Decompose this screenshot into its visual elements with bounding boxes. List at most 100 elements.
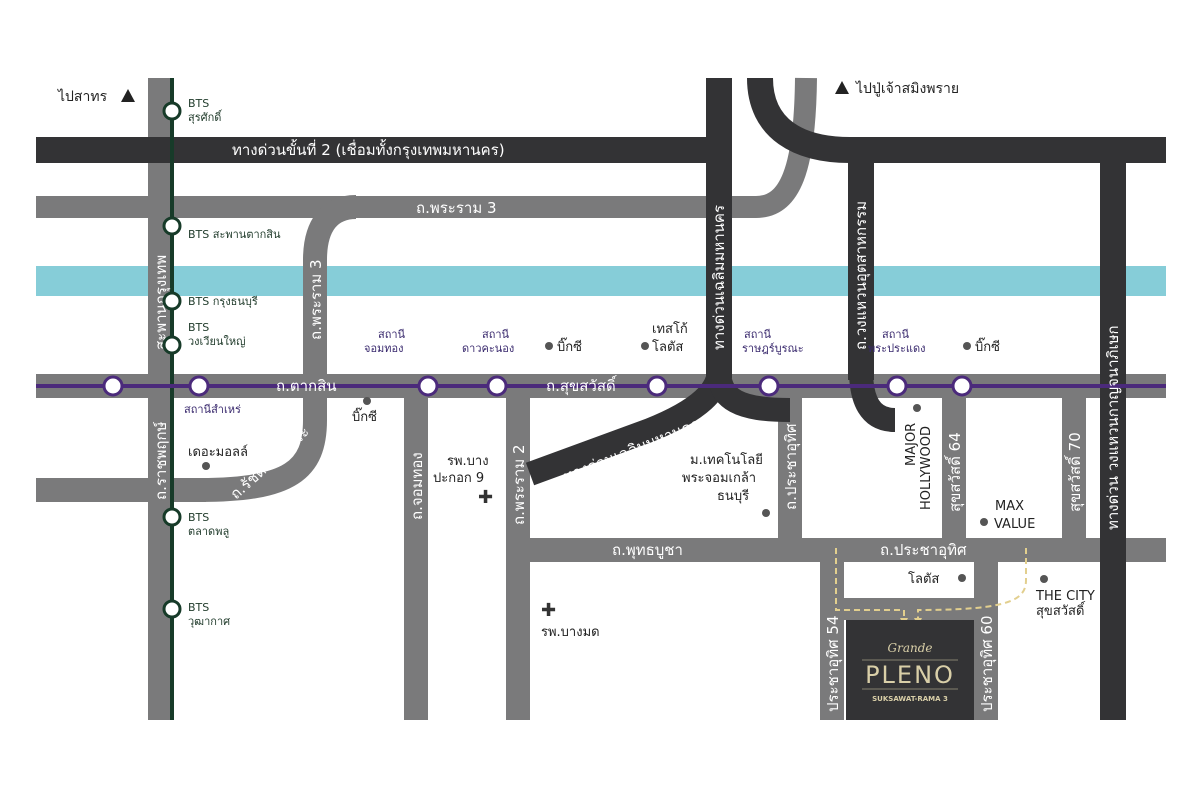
mrt-label-line2: พระประแดง: [868, 342, 925, 355]
poi-lotus[interactable]: โลตัส: [908, 571, 939, 587]
mrt-station-chom-thong[interactable]: สถานี จอมทอง: [364, 328, 439, 397]
poi-dot: [545, 342, 553, 350]
label-pracha-uthit-60: ประชาอุทิศ 60: [978, 615, 997, 712]
poi-bigc-1[interactable]: บิ๊กซี: [557, 337, 582, 355]
road-soi-lotus: [830, 598, 990, 620]
bts-station-surasak[interactable]: BTS สุรศักดิ์: [162, 97, 223, 124]
route-to-project: [835, 548, 1027, 620]
bts-station-krung-thonburi[interactable]: BTS กรุงธนบุรี: [162, 291, 258, 311]
label-chom-thong: ถ.จอมทอง: [408, 452, 426, 520]
road-ratchada-horizontal: [36, 478, 206, 502]
bts-station-wutthakat[interactable]: BTS วุฒากาศ: [162, 599, 230, 628]
label-rama3-vertical: ถ.พระราม 3: [307, 259, 325, 340]
poi-major-line2[interactable]: HOLLYWOOD: [919, 426, 934, 510]
expressway-outer-ring: [848, 150, 874, 380]
label-expressway-chaloem-vertical: ทางด่วนเฉลิมมหานคร: [710, 205, 728, 350]
label-sukhsawat-64: สุขสวัสดิ์ 64: [944, 432, 965, 512]
mrt-label-line1: สถานีสำเหร่: [184, 403, 241, 416]
expressway-kanchanaphisek: [1100, 163, 1126, 720]
hospital-cross-icon: ✚: [478, 487, 493, 508]
label-sukhsawat-70: สุขสวัสดิ์ 70: [1064, 432, 1085, 512]
label-rama3-top: ถ.พระราม 3: [416, 199, 497, 217]
poi-dot: [1040, 575, 1048, 583]
expressway-network: [36, 77, 1166, 720]
mrt-station-dao-khanong[interactable]: สถานี ดาวคะนอง: [462, 328, 514, 397]
poi-dot: [762, 509, 770, 517]
expressway-outer-ring-curve: [849, 369, 897, 432]
poi-major-line1[interactable]: MAJOR: [904, 423, 919, 466]
poi-the-mall[interactable]: เดอะมอลล์: [188, 444, 248, 460]
poi-thecity-line2[interactable]: สุขสวัสดิ์: [1036, 601, 1086, 619]
bts-label-line1: BTS: [188, 321, 209, 334]
poi-dot: [963, 342, 971, 350]
chao-phraya-river: [36, 266, 1166, 296]
road-pracha-uthit-60: [974, 550, 998, 720]
bts-label-line2: ตลาดพลู: [188, 525, 229, 538]
label-pracha-uthit-vertical: ถ.ประชาอุทิศ: [782, 423, 801, 510]
label-taksin: ถ.ตากสิน: [276, 377, 337, 395]
poi-bigc-3[interactable]: บิ๊กซี: [975, 337, 1000, 355]
road-sukhsawat-64: [942, 388, 966, 548]
north-arrow-icon-east: [835, 81, 849, 94]
label-expressway-kanchanaphisek: ทางด่วน วงแหวนกาญจนาภิเษก: [1104, 325, 1122, 530]
project-subtitle: SUKSAWAT-RAMA 3: [872, 695, 948, 703]
direction-sathorn: ไปสาทร: [57, 88, 108, 105]
poi-dot: [958, 574, 966, 582]
mrt-label-line1: สถานี: [482, 328, 510, 341]
poi-bigc-2[interactable]: บิ๊กซี: [352, 407, 377, 425]
poi-maxvalue-line1[interactable]: MAX: [995, 499, 1024, 514]
poi-dot: [202, 462, 210, 470]
poi-thecity-line1[interactable]: THE CITY: [1035, 589, 1095, 604]
poi-hospital-bangpakok-line1[interactable]: รพ.บาง: [447, 454, 489, 469]
poi-dot: [913, 404, 921, 412]
mrt-label-line2: ราษฎร์บูรณะ: [742, 342, 804, 355]
label-ratchaphruek: ถ.ราชพฤกษ์: [152, 421, 170, 500]
label-pracha-uthit-54: ประชาอุทิศ 54: [824, 615, 843, 712]
road-rama3-curve: [755, 77, 817, 218]
poi-maxvalue-line2[interactable]: VALUE: [994, 517, 1035, 532]
mrt-label-line1: สถานี: [882, 328, 910, 341]
bts-label-line1: BTS กรุงธนบุรี: [188, 295, 258, 308]
label-outer-ring: ถ.วงแหวนอุตสาหกรรม: [852, 201, 871, 350]
mrt-station-rat-burana[interactable]: สถานี ราษฎร์บูรณะ: [742, 328, 804, 397]
poi-dot: [641, 342, 649, 350]
poi-dot: [363, 397, 371, 405]
mrt-label-line2: ดาวคะนอง: [462, 342, 514, 355]
bts-station-saphan-taksin[interactable]: BTS สะพานตากสิน: [162, 216, 281, 241]
mrt-station-phra-pradaeng[interactable]: สถานี พระประแดง: [868, 328, 925, 397]
direction-pu-chao: ไปปู่เจ้าสมิงพราย: [855, 80, 959, 97]
expressway-stage2: [36, 137, 716, 163]
road-rama3-vertical-curve: [199, 195, 357, 502]
poi-hospital-bangmod[interactable]: รพ.บางมด: [541, 625, 600, 640]
poi-tesco-line2[interactable]: โลตัส: [652, 339, 683, 355]
bts-station-talat-phlu[interactable]: BTS ตลาดพลู: [162, 507, 229, 538]
poi-hospital-bangpakok-line2[interactable]: ปะกอก 9: [433, 471, 484, 486]
mrt-station-marker[interactable]: [646, 375, 668, 397]
project-location[interactable]: Grande PLENO SUKSAWAT-RAMA 3: [846, 620, 974, 720]
label-sukhsawat: ถ.สุขสวัสดิ์: [546, 375, 618, 396]
bts-stations: BTS สุรศักดิ์ BTS สะพานตากสิน BTS กรุงธน…: [162, 97, 281, 628]
expressway-chaloem-vertical: [706, 78, 732, 378]
road-pracha-uthit-54: [820, 550, 844, 720]
project-name: PLENO: [865, 661, 955, 689]
bts-station-wongwian-yai[interactable]: BTS วงเวียนใหญ่: [162, 321, 245, 355]
poi-kmutt-line1[interactable]: ม.เทคโนโลยี: [690, 452, 763, 468]
poi-kmutt-line2[interactable]: พระจอมเกล้า: [682, 471, 756, 486]
expressway-chaloem-branch: [707, 369, 791, 422]
north-arrow-icon: [121, 89, 135, 102]
project-box: [846, 620, 974, 720]
expressway-upper-curve: [747, 77, 851, 163]
mrt-label-line1: สถานี: [378, 328, 406, 341]
mrt-label-line2: จอมทอง: [364, 342, 404, 355]
mrt-station-samre[interactable]: สถานีสำเหร่: [184, 375, 241, 416]
bts-label-line2: วงเวียนใหญ่: [188, 335, 245, 348]
poi-tesco-line1[interactable]: เทสโก้: [652, 321, 688, 337]
hospital-cross-icon: ✚: [541, 600, 556, 621]
mrt-station-marker[interactable]: [102, 375, 124, 397]
mrt-station-marker[interactable]: [951, 375, 973, 397]
poi-kmutt-line3[interactable]: ธนบุรี: [717, 488, 749, 504]
poi-dot: [980, 518, 988, 526]
bts-label-line1: BTS: [188, 511, 209, 524]
road-sukhsawat-70: [1062, 388, 1086, 548]
